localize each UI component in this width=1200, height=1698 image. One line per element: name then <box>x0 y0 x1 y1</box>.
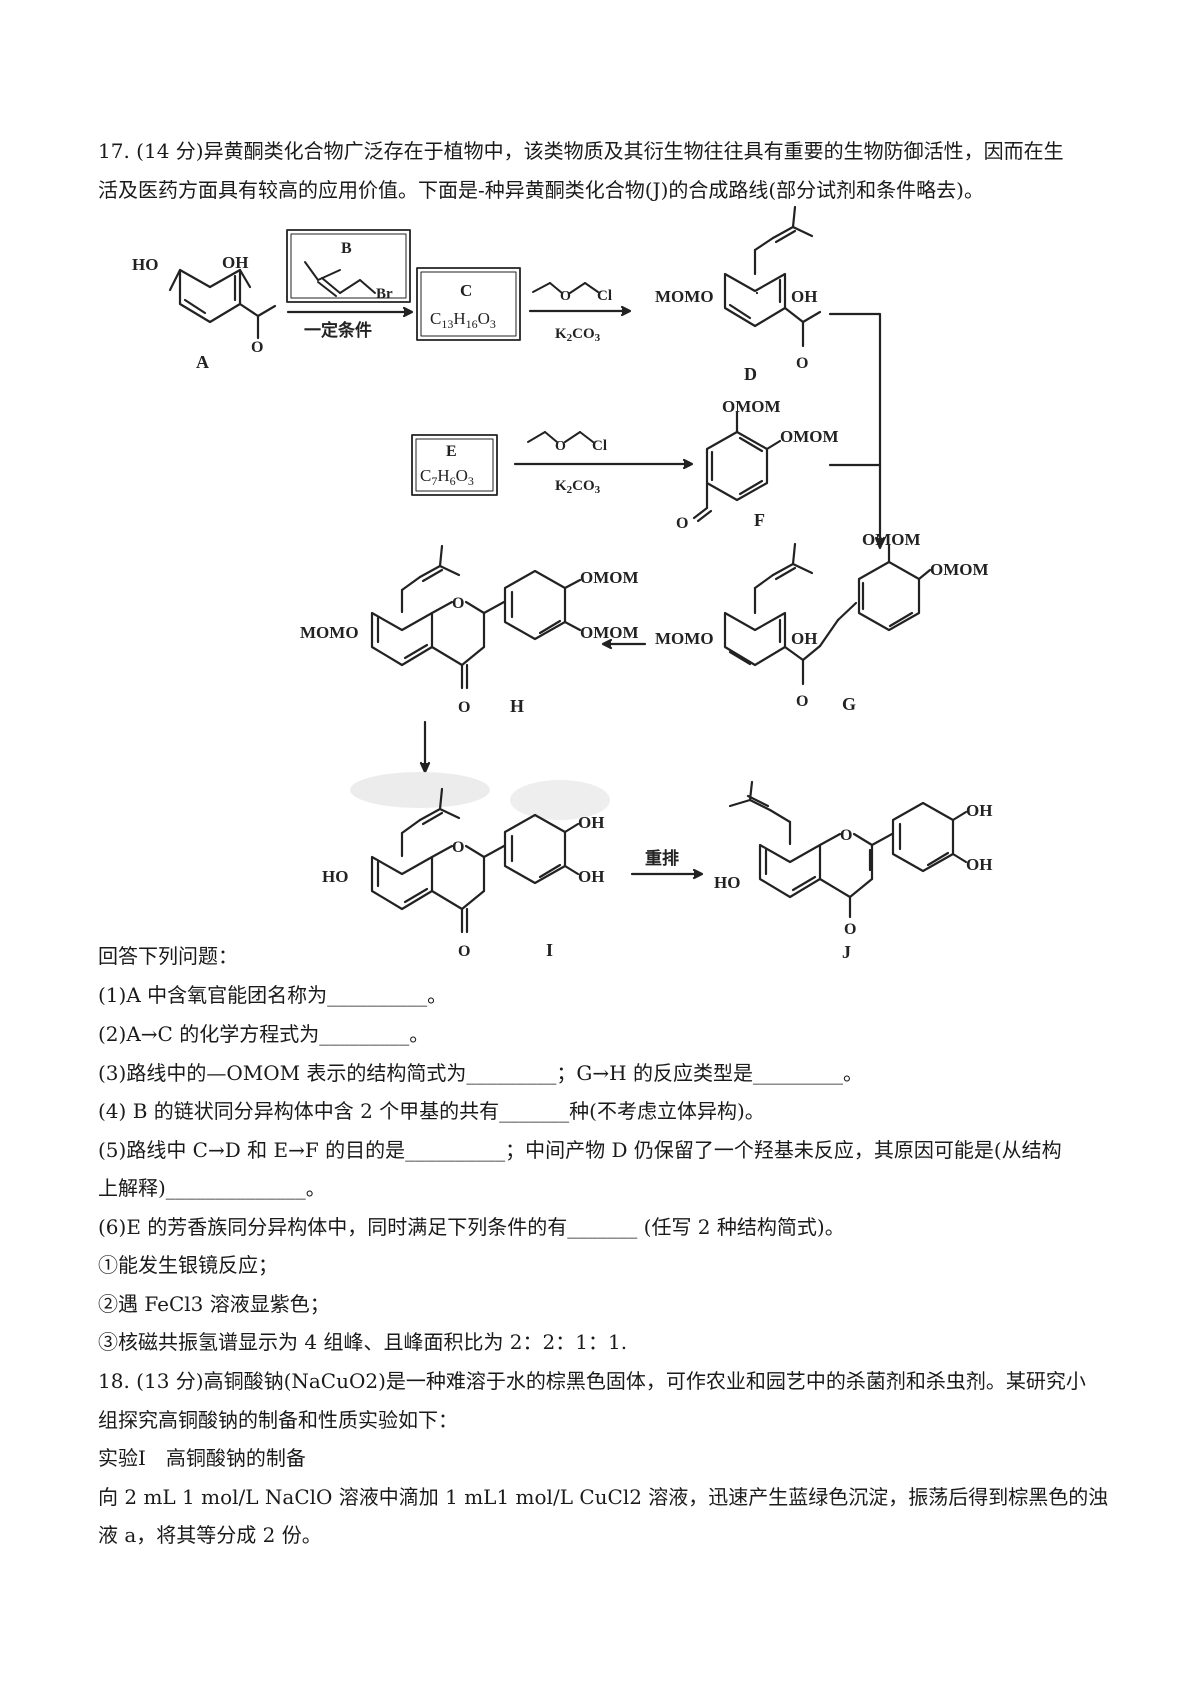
reagent-b-br: Br <box>376 286 393 302</box>
compound-i-ring-o: O <box>452 839 464 856</box>
answer-intro: 回答下列问题： <box>98 944 238 968</box>
reagent-momcl-1 <box>532 282 599 294</box>
compound-d-momo: MOMO <box>655 287 714 306</box>
question-5-line2: 上解释)______________。 <box>98 1176 326 1200</box>
q18-intro-line2: 组探究高铜酸钠的制备和性质实验如下： <box>98 1408 458 1432</box>
compound-f-structure <box>692 410 782 523</box>
question-2: (2)A→C 的化学方程式为_________。 <box>98 1022 430 1046</box>
reagent-b-label: B <box>341 240 352 257</box>
q18-experiment-line2: 液 a，将其等分成 2 份。 <box>98 1523 322 1547</box>
compound-a-oh: OH <box>222 253 248 272</box>
compound-j-oh2: OH <box>966 855 992 874</box>
compound-c-formula: C13H16O3 <box>430 309 496 331</box>
compound-a-structure <box>168 268 277 340</box>
compound-f-o: O <box>676 515 688 532</box>
q18-experiment-line1: 向 2 mL 1 mol/L NaClO 溶液中滴加 1 mL1 mol/L C… <box>98 1485 1109 1509</box>
compound-g-omom1: OMOM <box>862 530 921 549</box>
compound-h-carbonyl-o: O <box>458 699 470 716</box>
compound-c-box <box>416 267 521 341</box>
compound-h-label: H <box>510 696 524 716</box>
question-4: (4) B 的链状同分异构体中含 2 个甲基的共有_______种(不考虑立体异… <box>98 1099 765 1123</box>
compound-g-oh: OH <box>791 629 817 648</box>
compound-e-box <box>411 434 498 496</box>
compound-h-ring-o: O <box>452 595 464 612</box>
compound-f-omom2: OMOM <box>780 427 839 446</box>
condition-1: ①能发生银镜反应； <box>98 1253 278 1277</box>
question-3: (3)路线中的—OMOM 表示的结构简式为_________；G→H 的反应类型… <box>98 1061 863 1085</box>
arrow-d-to-g <box>828 312 882 547</box>
compound-h-momo: MOMO <box>300 623 359 642</box>
condition-label: 一定条件 <box>304 320 372 340</box>
reagent-momcl-2-o: O <box>555 439 566 454</box>
compound-a-label: A <box>196 352 209 372</box>
compound-j-oh1: OH <box>966 801 992 820</box>
compound-f-omom1: OMOM <box>722 397 781 416</box>
compound-c-label: C <box>460 281 472 300</box>
compound-g-momo: MOMO <box>655 629 714 648</box>
question-6: (6)E 的芳香族同分异构体中，同时满足下列条件的有_______ (任写 2 … <box>98 1215 845 1239</box>
synthesis-scheme: HO OH O A B Br 一定条件 C C13H16O3 O Cl K2CO… <box>132 205 992 960</box>
compound-h-omom2: OMOM <box>580 623 639 642</box>
reagent-momcl-2-cl: Cl <box>592 438 607 454</box>
reagent-momcl-1-o: O <box>560 289 571 304</box>
compound-i-carbonyl-o: O <box>458 943 470 960</box>
compound-a-o: O <box>251 339 263 356</box>
compound-g-structure <box>723 542 932 686</box>
compound-d-structure <box>723 205 822 348</box>
compound-f-label: F <box>754 510 765 530</box>
scan-smudge <box>350 772 490 808</box>
compound-i-structure <box>370 787 580 934</box>
compound-j-structure <box>728 780 968 919</box>
compound-i-oh1: OH <box>578 813 604 832</box>
q17-intro-line1: 17. (14 分)异黄酮类化合物广泛存在于植物中，该类物质及其衍生物往往具有重… <box>98 139 1064 163</box>
k2co3-1: K2CO3 <box>555 326 601 344</box>
compound-g-omom2: OMOM <box>930 560 989 579</box>
reagent-momcl-2 <box>527 431 594 443</box>
compound-i-ho: HO <box>322 867 348 886</box>
q18-experiment-title: 实验Ⅰ 高铜酸钠的制备 <box>98 1446 306 1470</box>
compound-i-label: I <box>546 940 553 960</box>
compound-e-formula: C7H6O3 <box>420 466 474 488</box>
compound-d-o: O <box>796 355 808 372</box>
compound-d-label: D <box>744 364 757 384</box>
compound-d-oh: OH <box>791 287 817 306</box>
reagent-momcl-1-cl: Cl <box>597 288 612 304</box>
compound-e-label: E <box>446 443 457 460</box>
compound-g-label: G <box>842 694 856 714</box>
compound-h-structure <box>370 544 582 690</box>
condition-2: ②遇 FeCl3 溶液显紫色； <box>98 1292 330 1316</box>
compound-g-o: O <box>796 693 808 710</box>
question-5-line1: (5)路线中 C→D 和 E→F 的目的是__________；中间产物 D 仍… <box>98 1138 1062 1162</box>
compound-j-ho: HO <box>714 873 740 892</box>
compound-i-oh2: OH <box>578 867 604 886</box>
compound-j-label: J <box>842 942 851 960</box>
rearrangement-label: 重排 <box>645 848 679 868</box>
compound-a-ho: HO <box>132 255 158 274</box>
reagent-b-structure <box>304 261 376 297</box>
compound-j-ring-o: O <box>840 827 852 844</box>
q18-intro-line1: 18. (13 分)高铜酸钠(NaCuO2)是一种难溶于水的棕黑色固体，可作农业… <box>98 1369 1086 1393</box>
reagent-b-box <box>286 229 411 303</box>
q17-intro-line2: 活及医药方面具有较高的应用价值。下面是-种异黄酮类化合物(J)的合成路线(部分试… <box>98 178 984 202</box>
compound-j-carbonyl-o: O <box>844 921 856 938</box>
scan-smudge-2 <box>510 780 610 820</box>
k2co3-2: K2CO3 <box>555 478 601 496</box>
condition-3: ③核磁共振氢谱显示为 4 组峰、且峰面积比为 2：2：1：1. <box>98 1330 628 1354</box>
compound-h-omom1: OMOM <box>580 568 639 587</box>
question-1: (1)A 中含氧官能团名称为__________。 <box>98 983 448 1007</box>
